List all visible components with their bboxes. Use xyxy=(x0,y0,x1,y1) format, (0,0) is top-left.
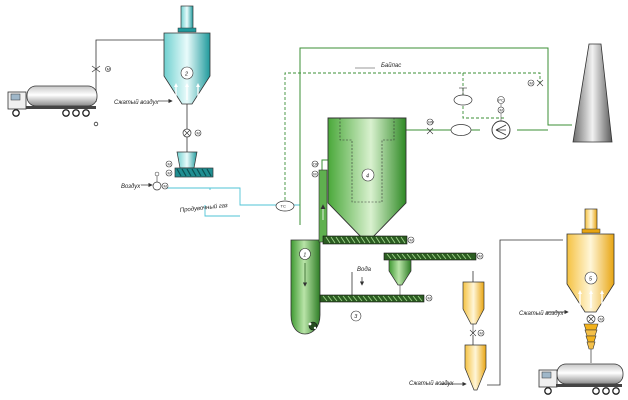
motor-label: M xyxy=(197,131,200,136)
motor-label: M xyxy=(428,296,431,301)
label-process-gas: Продувочный газ xyxy=(179,202,228,214)
product-pipe xyxy=(351,239,563,386)
label-compressed-air-bottom: Сжатый воздух xyxy=(409,380,454,387)
label-bypass: Байпас xyxy=(381,62,401,69)
product-hopper-lower xyxy=(464,344,487,391)
motor-label: M xyxy=(107,66,110,71)
label-water: Вода xyxy=(357,267,372,273)
truck-to-silo-pipe xyxy=(93,39,164,127)
unit-1-label: 1 xyxy=(303,253,306,259)
silo-2: 2 xyxy=(163,5,211,105)
tag-tc: TC xyxy=(281,204,286,209)
motor-label: M xyxy=(480,331,483,336)
motor-label: M xyxy=(530,81,533,86)
process-gas-label: Продувочный газ xyxy=(179,202,228,214)
screw-conveyor-top: M xyxy=(322,235,415,245)
gas-flow-controller: TC xyxy=(275,200,295,212)
bypass-damper xyxy=(453,87,473,106)
tag-dp: DP xyxy=(313,162,319,167)
motor-label: M xyxy=(600,317,603,322)
exhaust-fan: PC M xyxy=(491,96,511,140)
label-air-left: Воздух xyxy=(121,184,141,190)
motor-label: M xyxy=(168,171,171,176)
tag-mv: MV xyxy=(428,120,434,125)
screw-conveyor-mid: M xyxy=(383,252,484,261)
truck-line-valve: M xyxy=(91,65,111,73)
unit-3-label: 3 xyxy=(354,314,358,320)
motor-label: M xyxy=(479,254,482,259)
tanker-truck-right xyxy=(538,363,624,395)
product-hopper-small: M xyxy=(462,281,485,337)
bypass-valve-motor: M xyxy=(527,79,544,87)
tag-pc: PC xyxy=(498,98,504,103)
motor-label: M xyxy=(410,238,413,243)
bypass-pipe xyxy=(284,72,541,200)
motor-label: M xyxy=(168,162,171,167)
loading-spout: M xyxy=(583,314,605,363)
motor-label: M xyxy=(164,184,167,189)
label-compressed-air-right: Сжатый воздух xyxy=(519,310,564,317)
screw-feeder: M M xyxy=(165,151,214,178)
label-compressed-air-left: Сжатый воздух xyxy=(114,99,159,106)
mixer-tank: Вода xyxy=(357,259,412,297)
motor-label: M xyxy=(500,108,503,113)
screw-conveyor-bottom: M 3 xyxy=(319,294,433,322)
air-arrows xyxy=(141,98,569,387)
air-blower-left: M xyxy=(152,171,169,191)
motor-label: M xyxy=(313,172,316,177)
silo-5: 5 xyxy=(566,208,615,313)
riser-duct: DP M xyxy=(311,160,328,243)
unit-2-label: 2 xyxy=(184,72,188,78)
reactor-1: 1 xyxy=(290,239,321,335)
fan-inlet-instrument: MV xyxy=(426,118,472,136)
exhaust-stack xyxy=(572,43,613,143)
rotary-valve-silo-2: M xyxy=(182,104,202,152)
unit-4-label: 4 xyxy=(366,174,369,180)
tanker-truck-left xyxy=(7,85,98,117)
baghouse-4: 4 xyxy=(327,117,407,241)
unit-5-label: 5 xyxy=(589,277,593,283)
